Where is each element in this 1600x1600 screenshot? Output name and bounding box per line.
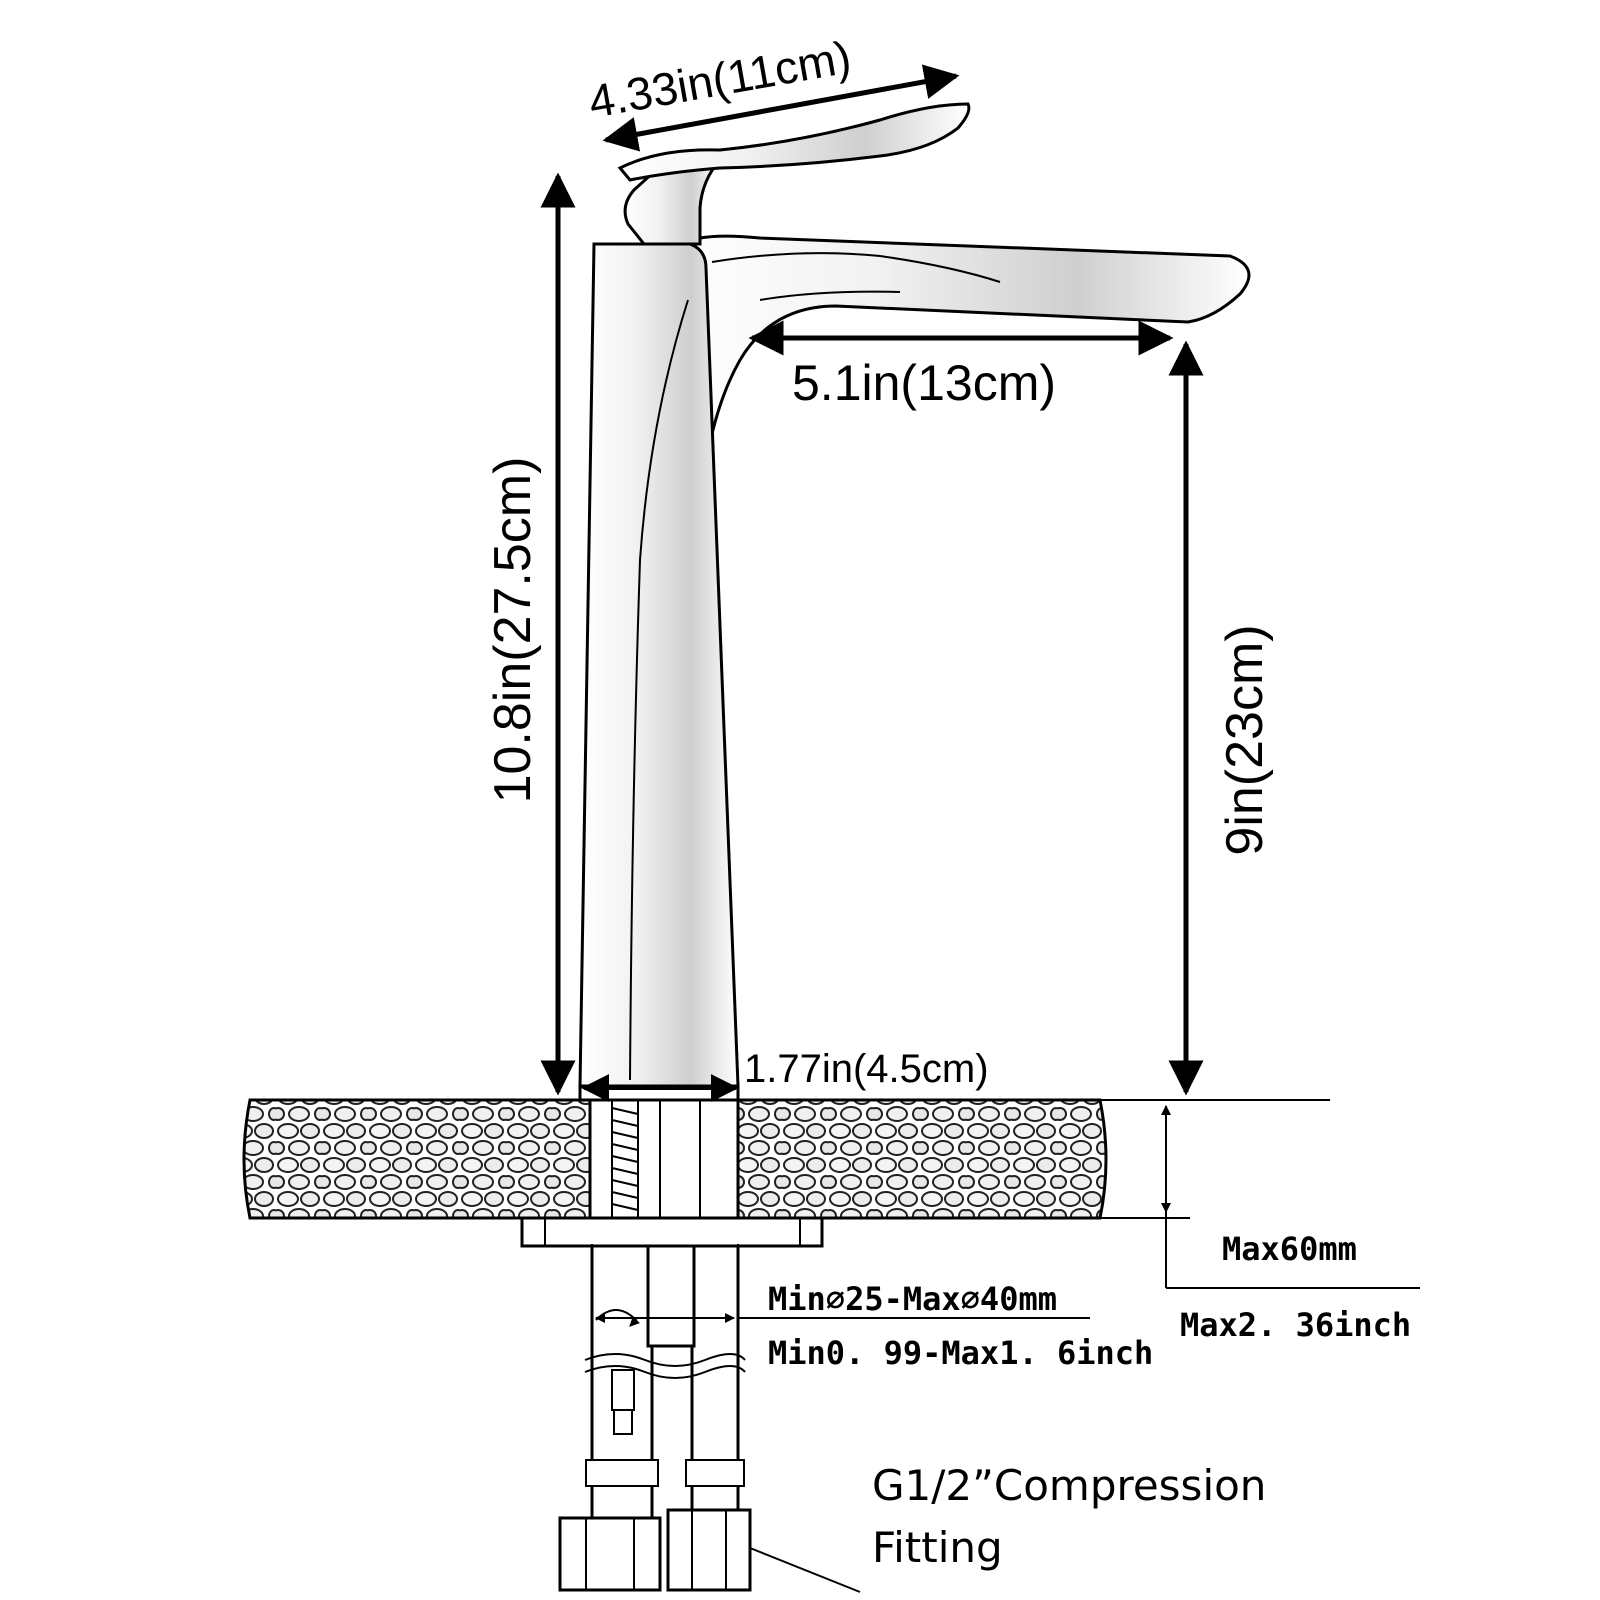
spout-reach-label: 5.1in(13cm) xyxy=(792,355,1056,411)
hole-range-dimension: Min⌀25-Max⌀40mm Min0. 99-Max1. 6inch xyxy=(591,1244,1153,1372)
hole-range-inch-label: Min0. 99-Max1. 6inch xyxy=(768,1334,1153,1372)
fitting-note-line1: G1/2”Compression xyxy=(872,1461,1266,1510)
deck-thickness-inch-label: Max2. 36inch xyxy=(1180,1306,1411,1344)
handle-width-label: 4.33in(11cm) xyxy=(585,31,855,128)
total-height-label: 10.8in(27.5cm) xyxy=(484,457,542,804)
total-height-dimension: 10.8in(27.5cm) xyxy=(484,172,576,1096)
compression-fitting-nut xyxy=(558,1508,752,1592)
fitting-note-line2: Fitting xyxy=(872,1523,1003,1572)
fitting-note: G1/2”Compression Fitting xyxy=(872,1461,1266,1572)
spout-height-dimension: 9in(23cm) xyxy=(1168,340,1274,1096)
deck-thickness-mm-label: Max60mm xyxy=(1222,1230,1357,1268)
base-diameter-dimension: 1.77in(4.5cm) xyxy=(581,1047,989,1102)
faucet xyxy=(578,102,1251,1102)
mounting-hardware xyxy=(520,1098,861,1593)
base-diameter-label: 1.77in(4.5cm) xyxy=(744,1047,989,1091)
threaded-rod xyxy=(611,1099,639,1219)
countertop xyxy=(242,1098,1330,1220)
spout-reach-dimension: 5.1in(13cm) xyxy=(748,320,1174,411)
spout-height-label: 9in(23cm) xyxy=(1216,624,1274,855)
hole-range-mm-label: Min⌀25-Max⌀40mm xyxy=(768,1280,1057,1318)
deck-thickness-dimension: Max60mm Max2. 36inch xyxy=(1161,1105,1420,1344)
faucet-lever-handle xyxy=(617,102,971,182)
